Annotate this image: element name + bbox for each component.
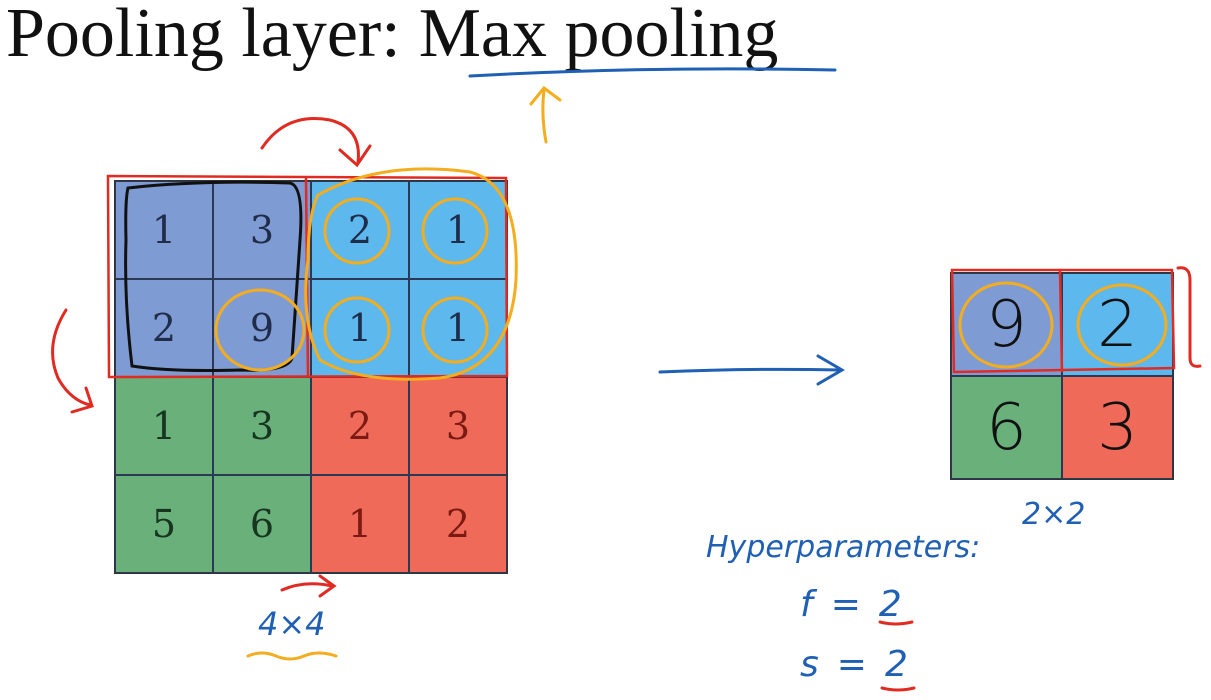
input-cell: 1 [409, 279, 507, 377]
hyperparameter-f-name: f [800, 584, 813, 625]
output-cell: 3 [1062, 376, 1173, 479]
output-cell: 9 [951, 273, 1062, 376]
output-cell: 2 [1062, 273, 1173, 376]
hyperparameter-f: f=2 [800, 584, 902, 625]
hyperparameter-s-name: s [800, 644, 819, 685]
hyperparameter-f-value: 2 [878, 584, 902, 625]
hyperparameter-s: s=2 [800, 644, 908, 685]
input-cell: 2 [115, 279, 213, 377]
stride-arrow-vertical [51, 308, 94, 414]
input-cell: 1 [115, 181, 213, 279]
pooling-arrow [658, 354, 845, 386]
hyperparameters-heading: Hyperparameters: [706, 530, 981, 565]
input-cell: 2 [311, 181, 409, 279]
title-main: Pooling layer: [6, 0, 401, 72]
input-cell: 5 [115, 475, 213, 573]
input-cell: 9 [213, 279, 311, 377]
input-cell: 2 [311, 377, 409, 475]
input-cell: 1 [311, 279, 409, 377]
input-cell: 3 [409, 377, 507, 475]
page-title: Pooling layer:Max pooling [6, 0, 778, 74]
input-cell: 1 [115, 377, 213, 475]
input-cell: 6 [213, 475, 311, 573]
hyperparameter-s-value: 2 [884, 644, 908, 685]
stride-arrow-bottom [280, 574, 337, 598]
dim-underline [246, 651, 338, 661]
input-cell: 1 [409, 181, 507, 279]
output-cell: 6 [951, 376, 1062, 479]
input-cell: 1 [311, 475, 409, 573]
input-cell: 2 [409, 475, 507, 573]
input-cell: 3 [213, 181, 311, 279]
title-sub: Max pooling [418, 0, 779, 72]
stride-arrow-horizontal [260, 117, 372, 168]
input-dim-label: 4×4 [258, 605, 326, 643]
output-bracket [1176, 266, 1202, 368]
output-dim-label: 2×2 [1022, 497, 1086, 532]
title-pointer-arrow [529, 85, 562, 144]
input-cell: 3 [213, 377, 311, 475]
